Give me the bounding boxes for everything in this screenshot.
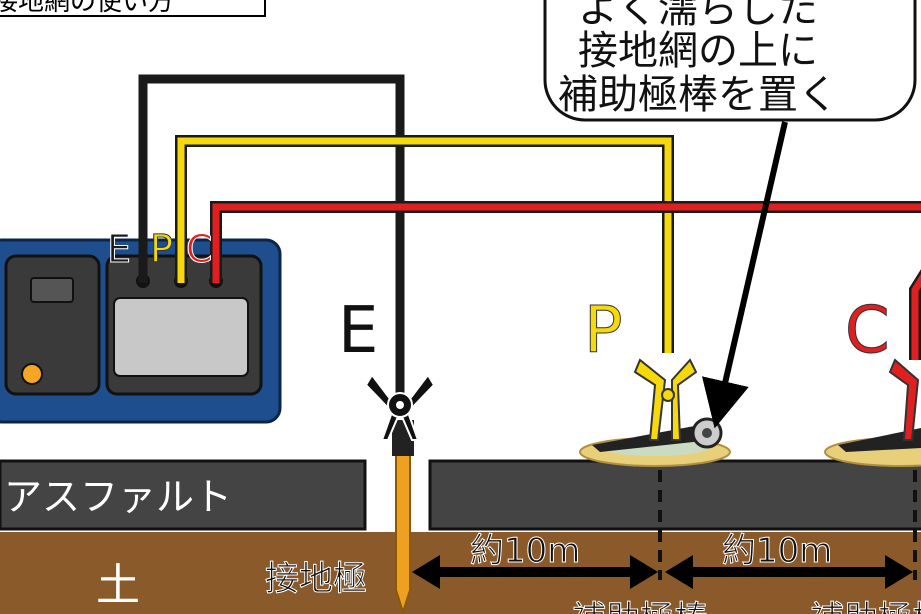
wire-p: [175, 135, 674, 353]
page-title: 接地網の使い方: [0, 0, 174, 17]
electrode-label-p: P: [584, 294, 623, 368]
callout-bubble: [543, 0, 917, 122]
aux-rod-label-1: 補助極棒: [572, 599, 708, 614]
callout-line-1: よく濡らした: [578, 0, 818, 32]
electrode-label-c: C: [845, 294, 890, 368]
terminal-label-p: P: [150, 227, 173, 271]
clip-p: [633, 358, 698, 441]
ground-rod: [392, 420, 414, 614]
distance-label-p-c: 約10m: [722, 531, 832, 571]
callout-line-3: 補助極棒を置く: [558, 72, 838, 118]
ground-rod-label: 接地極: [265, 559, 367, 599]
soil-label: 土: [96, 560, 140, 611]
callout-line-2: 接地網の上に: [578, 28, 818, 74]
earth-tester: [0, 238, 282, 424]
title-box: 接地網の使い方: [0, 0, 266, 17]
distance-arrow-p-c: [665, 555, 913, 589]
clip-e: [364, 373, 436, 441]
asphalt-label: アスファルト: [4, 475, 232, 519]
callout-arrow: [701, 121, 788, 429]
aux-rod-label-2: 補助極棒: [810, 599, 921, 614]
asphalt-layer: [0, 459, 921, 531]
terminal-label-e: E: [107, 227, 131, 271]
clip-c: [888, 358, 920, 441]
terminal-label-c: C: [186, 227, 213, 271]
electrode-label-e: E: [338, 294, 378, 368]
distance-label-e-p: 約10m: [470, 531, 580, 571]
wire-c: [210, 201, 921, 360]
distance-arrow-e-p: [412, 555, 658, 589]
power-button: [21, 363, 43, 385]
wire-e: [138, 74, 405, 393]
meter-screen: [113, 297, 249, 377]
ground-net-c: [824, 428, 921, 467]
